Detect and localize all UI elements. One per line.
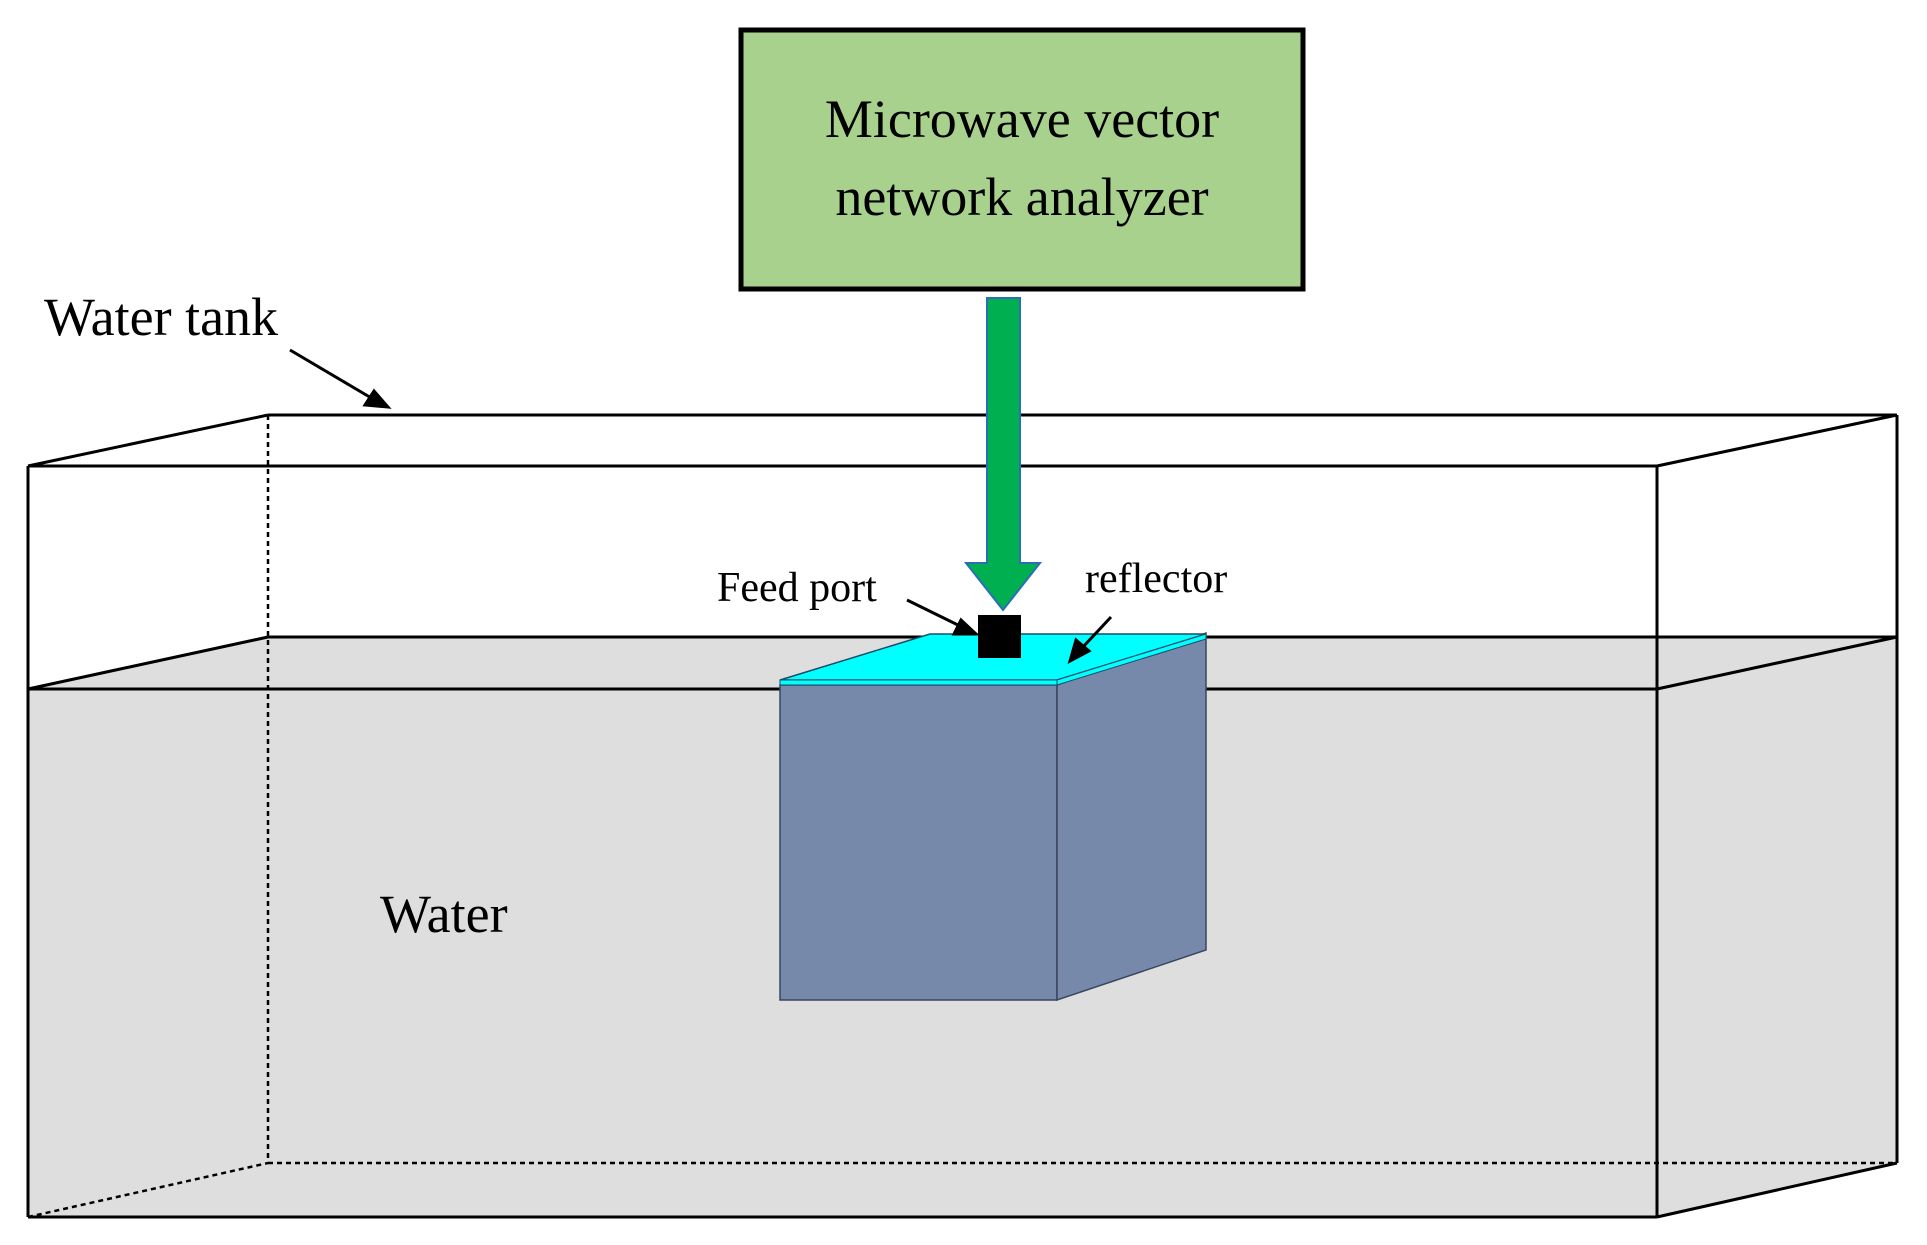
reflector-front-edge: [779, 679, 1058, 686]
water-tank-label: Water tank: [44, 287, 278, 347]
analyzer-rect: [738, 27, 1306, 292]
reflector-callout-head: [1067, 637, 1092, 664]
water-tank-callout-line: [289, 348, 374, 401]
analyzer-label-line1: Microwave vector: [825, 89, 1219, 149]
water-surface-right-edge: [1656, 635, 1898, 691]
tank-hidden-edges: [27, 415, 1897, 1219]
water-surface-left-edge: [27, 635, 269, 691]
tank-left-top-edge: [27, 413, 269, 468]
tank-right-bottom-edge: [1656, 1161, 1898, 1219]
antenna-block-front-face: [779, 684, 1058, 1001]
reflector-right-edge: [1056, 633, 1207, 686]
reflector-callout-line: [1081, 615, 1113, 649]
tank-bottom-left-edge: [27, 1161, 269, 1219]
callout-arrows: [289, 348, 1113, 664]
analyzer-label-line2: network analyzer: [835, 167, 1208, 227]
feed-port-callout-head: [951, 617, 980, 636]
water-tank-callout-head: [362, 388, 392, 409]
tank-right-top-edge: [1656, 413, 1898, 468]
reflector-label: reflector: [1085, 556, 1227, 602]
water-label: Water: [380, 884, 508, 944]
feed-port-label: Feed port: [717, 565, 877, 611]
antenna-block-right-face: [1056, 631, 1207, 1002]
antenna-block: [779, 631, 1207, 1002]
signal-arrow: [963, 297, 1043, 612]
network-analyzer-box: Microwave vector network analyzer: [738, 27, 1306, 292]
water-tank-outline: [26, 413, 1899, 1219]
feed-port: [978, 615, 1021, 658]
feed-port-callout-line: [906, 598, 963, 629]
water-right-face: [1657, 637, 1897, 1217]
